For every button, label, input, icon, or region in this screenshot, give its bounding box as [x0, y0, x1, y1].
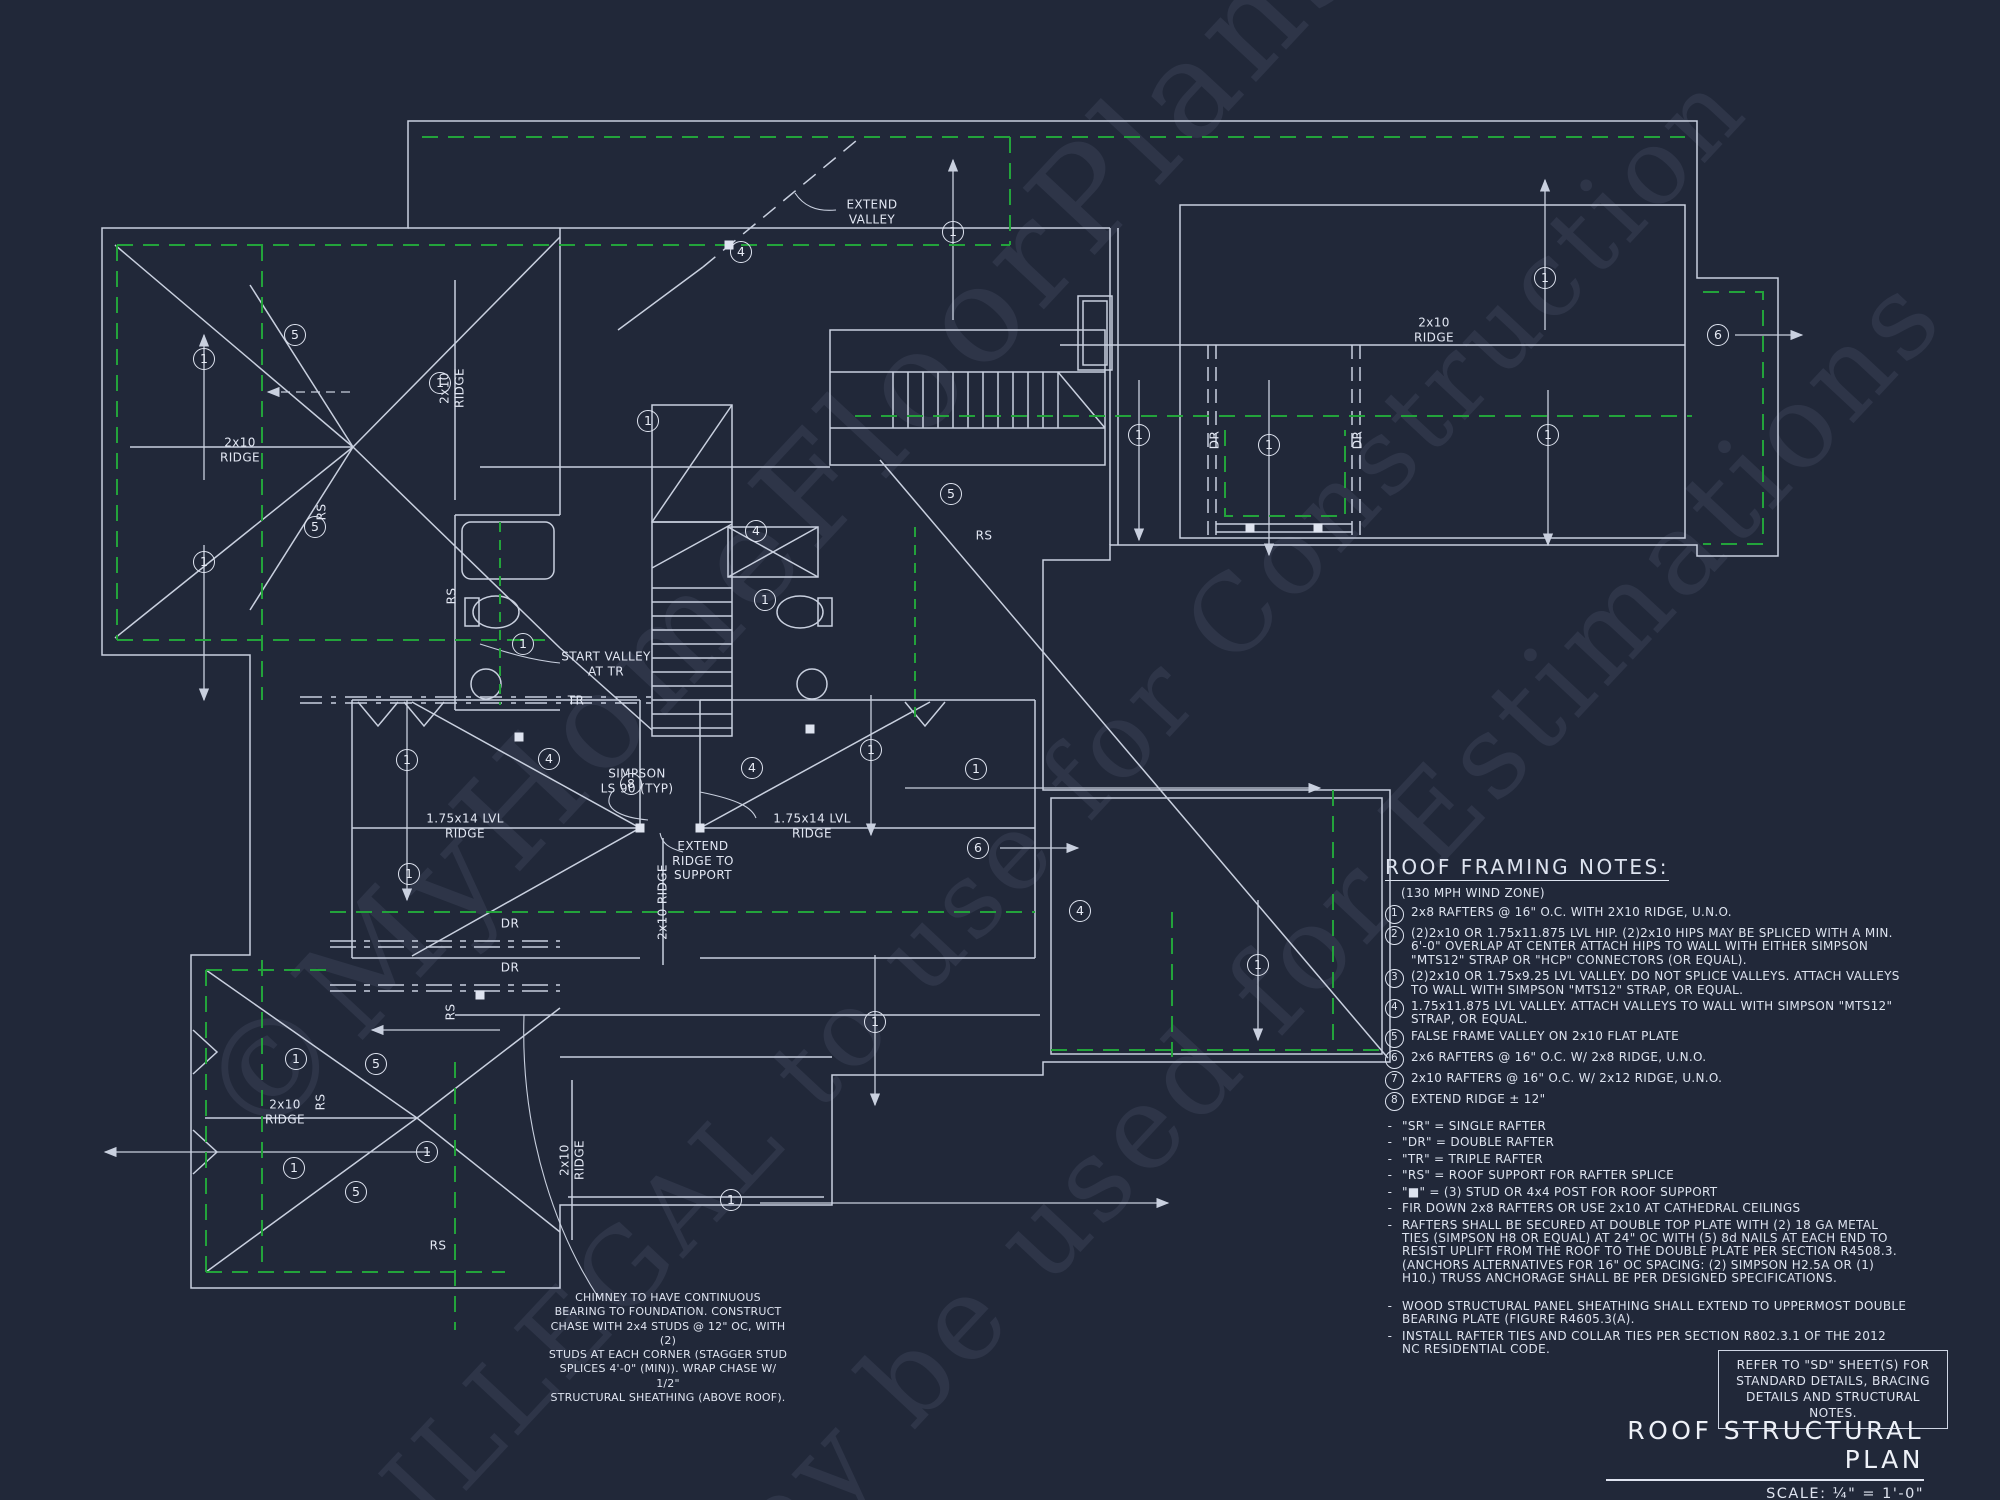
note-number: 2: [1385, 925, 1404, 945]
note-item-3: 3 (2)2x10 OR 1.75x9.25 LVL VALLEY. DO NOT…: [1385, 969, 1945, 997]
note-number: 7: [1385, 1070, 1404, 1090]
note-text: 2x8 RAFTERS @ 16" O.C. WITH 2X10 RIDGE, …: [1411, 904, 1732, 919]
note-text: "■" = (3) STUD OR 4x4 POST FOR ROOF SUPP…: [1402, 1184, 1718, 1199]
notes-footnotes: -WOOD STRUCTURAL PANEL SHEATHING SHALL E…: [1385, 1298, 1963, 1357]
note-item-8: 8 EXTEND RIDGE ± 12": [1385, 1091, 1945, 1111]
notes-title: ROOF FRAMING NOTES:: [1385, 856, 1669, 882]
note-text: FALSE FRAME VALLEY ON 2x10 FLAT PLATE: [1411, 1028, 1679, 1043]
note-item: -"SR" = SINGLE RAFTER: [1385, 1118, 1945, 1133]
note-item: -"RS" = ROOF SUPPORT FOR RAFTER SPLICE: [1385, 1168, 1945, 1183]
note-text: RAFTERS SHALL BE SECURED AT DOUBLE TOP P…: [1402, 1217, 1897, 1286]
note-text: 1.75x11.875 LVL VALLEY. ATTACH VALLEYS T…: [1411, 999, 1893, 1027]
note-number: 8: [1385, 1091, 1404, 1111]
note-dash: -: [1387, 1217, 1393, 1232]
note-item: -"DR" = DOUBLE RAFTER: [1385, 1135, 1945, 1150]
note-number: 4: [1385, 999, 1404, 1019]
note-number: 5: [1385, 1028, 1404, 1048]
note-text: "DR" = DOUBLE RAFTER: [1402, 1135, 1555, 1150]
note-text: "SR" = SINGLE RAFTER: [1402, 1118, 1547, 1133]
bearing-wall-lines: [116, 136, 1764, 1330]
note-item-2: 2 (2)2x10 OR 1.75x11.875 LVL HIP. (2)2x10…: [1385, 925, 1945, 967]
note-dash: -: [1387, 1184, 1393, 1199]
note-dash: -: [1387, 1118, 1393, 1133]
rafter-arrows: [103, 158, 1804, 1209]
title-block: ROOF STRUCTURAL PLAN SCALE: ¼" = 1'-0": [1606, 1416, 1924, 1500]
note-item: -FIR DOWN 2x8 RAFTERS OR USE 2x10 AT CAT…: [1385, 1201, 1945, 1216]
note-item-1: 1 2x8 RAFTERS @ 16" O.C. WITH 2X10 RIDGE,…: [1385, 904, 1945, 924]
note-dash: -: [1387, 1168, 1393, 1183]
note-item: -"TR" = TRIPLE RAFTER: [1385, 1151, 1945, 1166]
note-item-6: 6 2x6 RAFTERS @ 16" O.C. W/ 2x8 RIDGE, U.…: [1385, 1049, 1945, 1069]
notes-numbered-list: 1 2x8 RAFTERS @ 16" O.C. WITH 2X10 RIDGE,…: [1385, 904, 1963, 1111]
note-text: (2)2x10 OR 1.75x11.875 LVL HIP. (2)2x10 …: [1411, 925, 1893, 967]
note-text: 2x6 RAFTERS @ 16" O.C. W/ 2x8 RIDGE, U.N…: [1411, 1049, 1707, 1064]
note-number: 3: [1385, 969, 1404, 989]
note-item-4: 4 1.75x11.875 LVL VALLEY. ATTACH VALLEYS …: [1385, 999, 1945, 1027]
refer-to-sd-box: REFER TO "SD" SHEET(S) FOR STANDARD DETA…: [1718, 1350, 1948, 1430]
sheet-scale: SCALE: ¼" = 1'-0": [1766, 1486, 1924, 1500]
note-item: -RAFTERS SHALL BE SECURED AT DOUBLE TOP …: [1385, 1217, 1945, 1286]
note-dash: -: [1387, 1298, 1393, 1313]
note-dash: -: [1387, 1328, 1393, 1343]
notes-legend-list: -"SR" = SINGLE RAFTER-"DR" = DOUBLE RAFT…: [1385, 1118, 1963, 1286]
note-text: "RS" = ROOF SUPPORT FOR RAFTER SPLICE: [1402, 1168, 1675, 1183]
sheet-title: ROOF STRUCTURAL PLAN: [1606, 1416, 1924, 1481]
note-text: INSTALL RAFTER TIES AND COLLAR TIES PER …: [1402, 1328, 1887, 1357]
note-text: (2)2x10 OR 1.75x9.25 LVL VALLEY. DO NOT …: [1411, 969, 1900, 997]
note-dash: -: [1387, 1151, 1393, 1166]
note-text: "TR" = TRIPLE RAFTER: [1402, 1151, 1543, 1166]
note-dash: -: [1387, 1135, 1393, 1150]
note-item-7: 7 2x10 RAFTERS @ 16" O.C. W/ 2x12 RIDGE, …: [1385, 1070, 1945, 1090]
chimney-note: CHIMNEY TO HAVE CONTINUOUS BEARING TO FO…: [548, 1291, 788, 1405]
roof-framing-notes: ROOF FRAMING NOTES: (130 MPH WIND ZONE) …: [1385, 856, 1963, 1359]
note-dash: -: [1387, 1201, 1393, 1216]
roof-outline: [101, 120, 1779, 1301]
note-item: -"■" = (3) STUD OR 4x4 POST FOR ROOF SUP…: [1385, 1184, 1945, 1199]
note-text: 2x10 RAFTERS @ 16" O.C. W/ 2x12 RIDGE, U…: [1411, 1070, 1723, 1085]
note-number: 6: [1385, 1049, 1404, 1069]
note-item: -INSTALL RAFTER TIES AND COLLAR TIES PER…: [1385, 1328, 1945, 1357]
note-text: EXTEND RIDGE ± 12": [1411, 1091, 1546, 1106]
note-item: -WOOD STRUCTURAL PANEL SHEATHING SHALL E…: [1385, 1298, 1945, 1327]
note-number: 1: [1385, 904, 1404, 924]
note-text: FIR DOWN 2x8 RAFTERS OR USE 2x10 AT CATH…: [1402, 1201, 1801, 1216]
note-item-5: 5 FALSE FRAME VALLEY ON 2x10 FLAT PLATE: [1385, 1028, 1945, 1048]
notes-subtitle: (130 MPH WIND ZONE): [1401, 886, 1545, 901]
note-text: WOOD STRUCTURAL PANEL SHEATHING SHALL EX…: [1402, 1298, 1907, 1327]
